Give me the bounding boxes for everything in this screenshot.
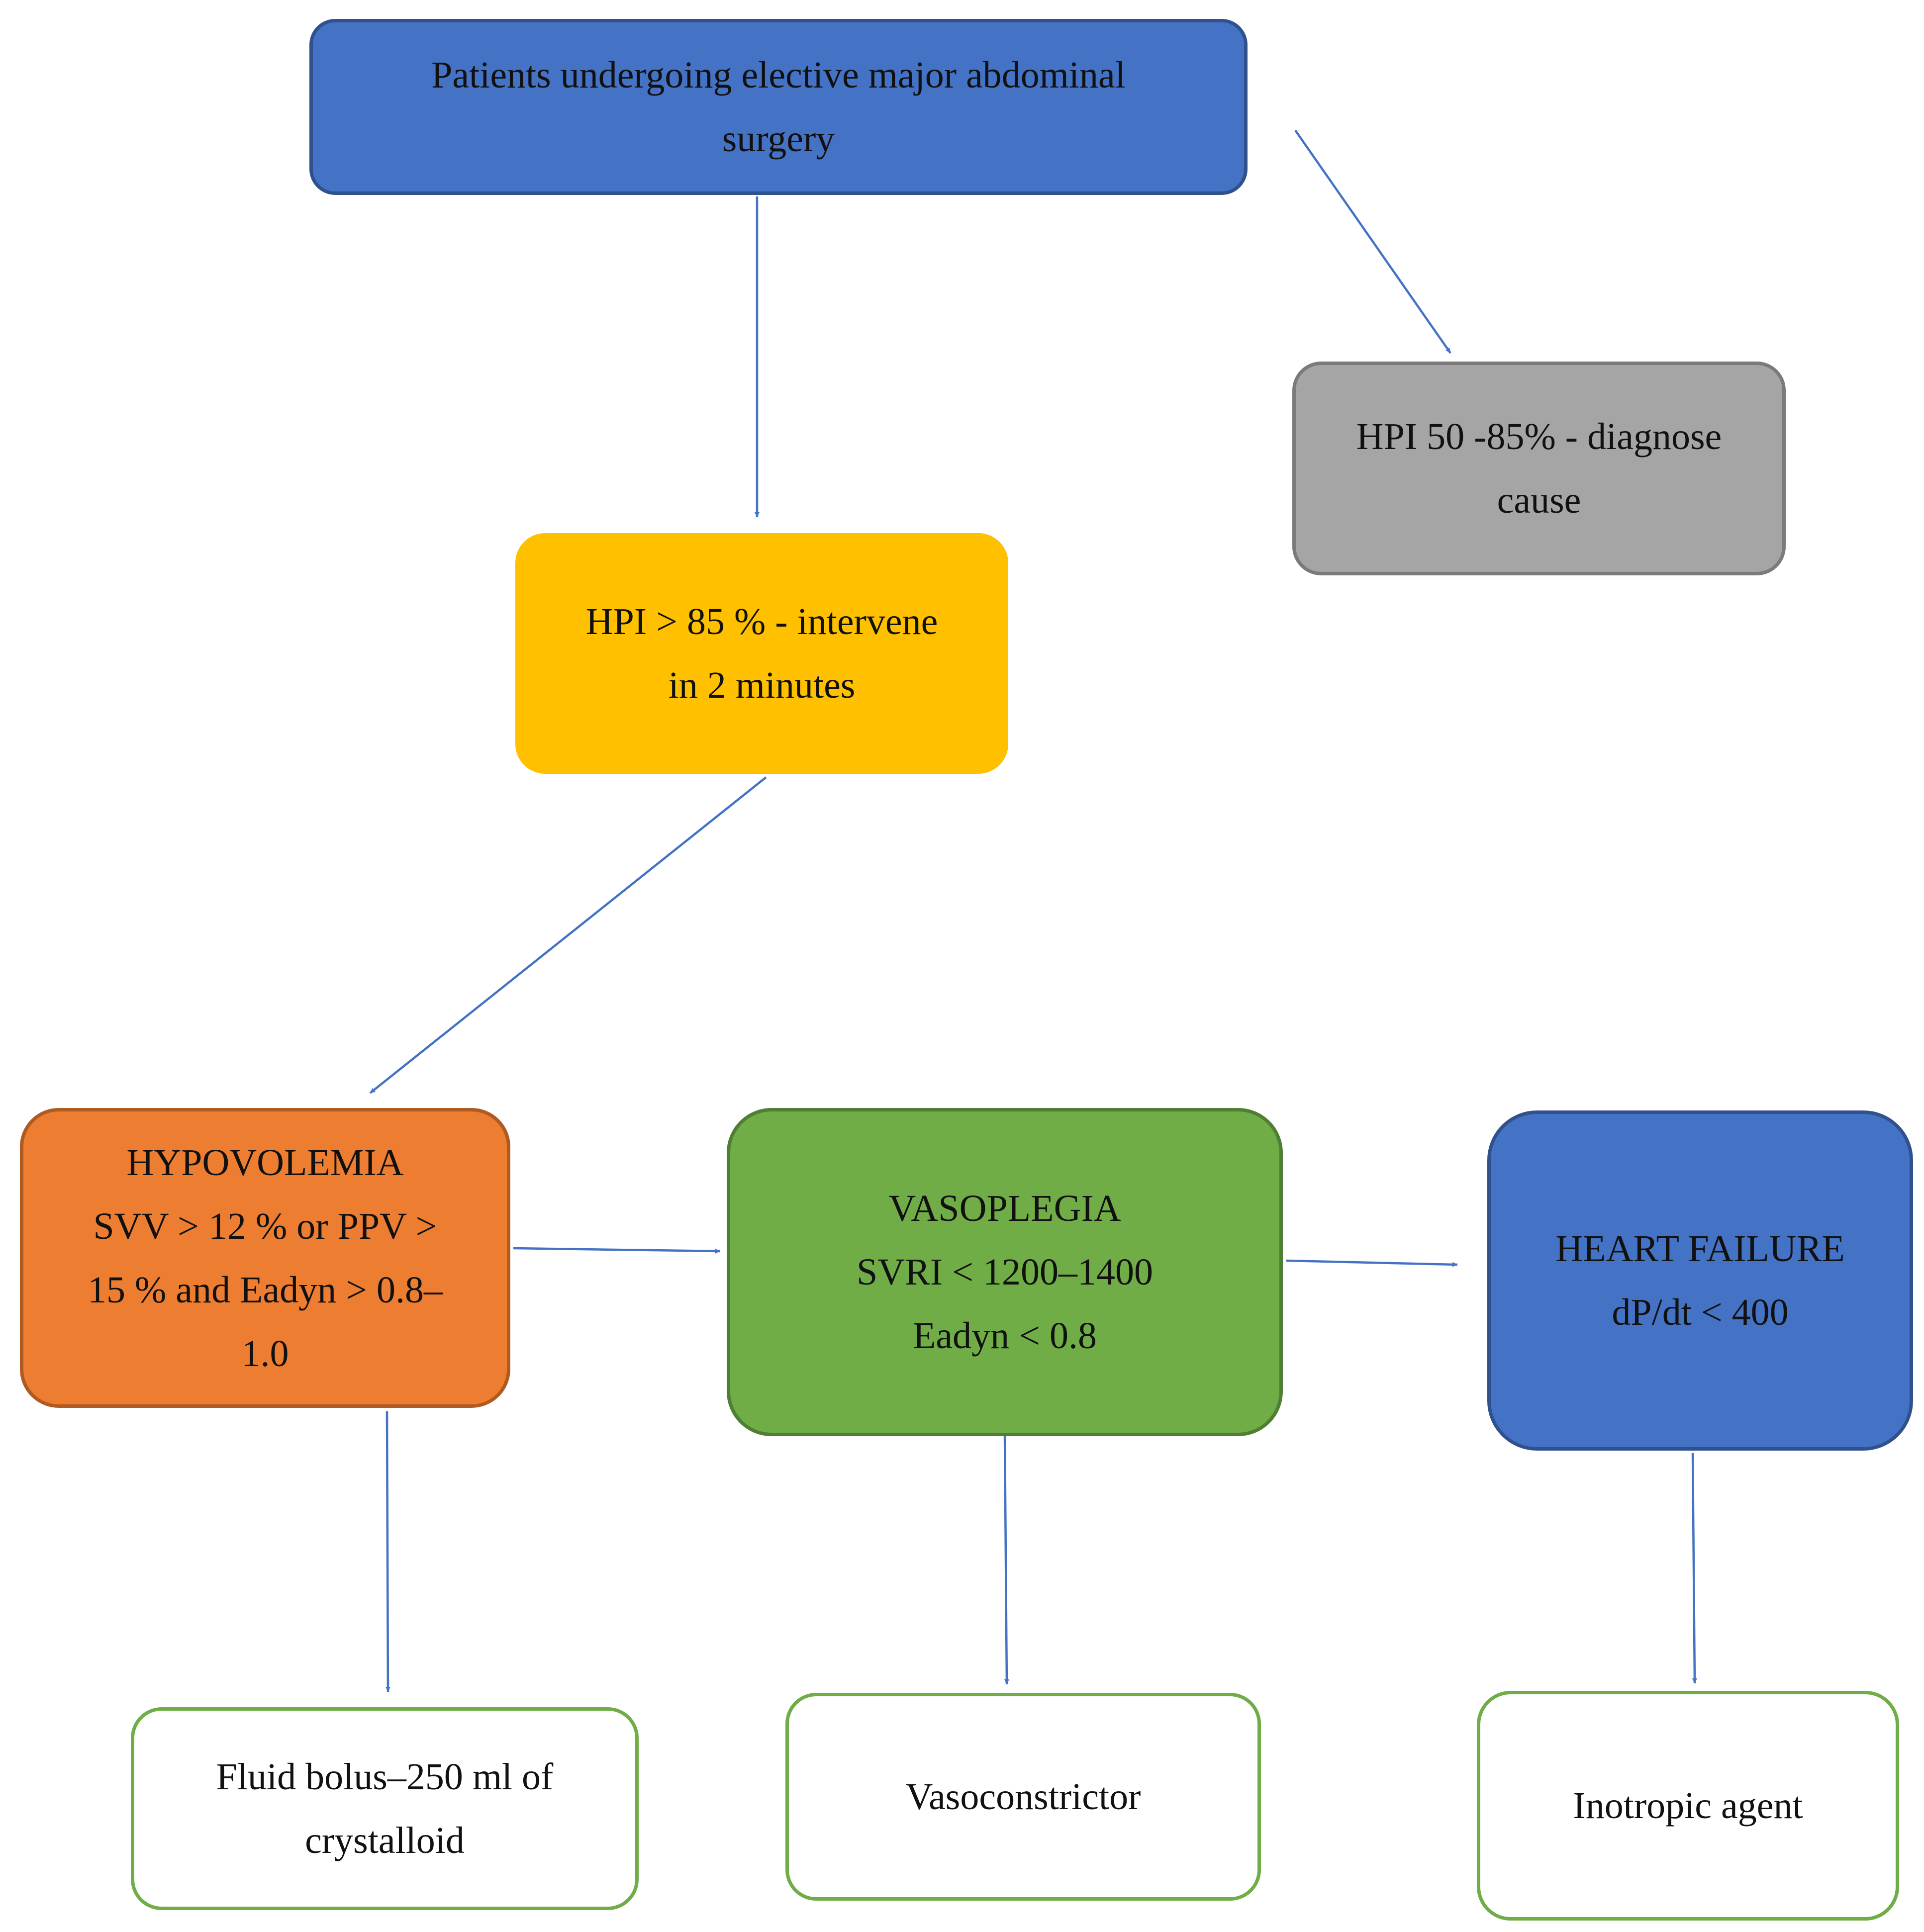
fluid-line-1: Fluid bolus–250 ml of bbox=[216, 1756, 554, 1798]
vasoplegia-node: VASOPLEGIA SVRI < 1200–1400 Eadyn < 0.8 bbox=[727, 1108, 1283, 1436]
start-node-text: Patients undergoing elective major abdom… bbox=[431, 54, 1126, 160]
inotropic-text: Inotropic agent bbox=[1573, 1785, 1803, 1827]
arrow-vasoplegia-to-vasoconstrictor bbox=[1003, 1433, 1009, 1685]
arrow-vasoplegia-to-heart-failure bbox=[1286, 1259, 1458, 1267]
intervene-line-1: HPI > 85 % - intervene bbox=[585, 601, 938, 643]
heart-failure-node: HEART FAILURE dP/dt < 400 bbox=[1487, 1110, 1913, 1451]
hypovolemia-line-4: 1.0 bbox=[241, 1332, 289, 1375]
vasoplegia-line-2: SVRI < 1200–1400 bbox=[856, 1251, 1153, 1293]
arrow-intervene-to-hypovolemia bbox=[369, 776, 767, 1094]
intervene-line-2: in 2 minutes bbox=[668, 664, 856, 706]
vasoconstrictor-node: Vasoconstrictor bbox=[785, 1693, 1261, 1901]
start-node: Patients undergoing elective major abdom… bbox=[309, 19, 1248, 195]
arrow-hypovolemia-to-vasoplegia bbox=[513, 1247, 721, 1254]
inotropic-agent-node: Inotropic agent bbox=[1477, 1691, 1899, 1921]
intervene-node: HPI > 85 % - intervene in 2 minutes bbox=[515, 533, 1008, 774]
hypovolemia-node: HYPOVOLEMIA SVV > 12 % or PPV > 15 % and… bbox=[20, 1108, 510, 1408]
fluid-bolus-node: Fluid bolus–250 ml of crystalloid bbox=[131, 1707, 639, 1910]
hypovolemia-line-3: 15 % and Eadyn > 0.8– bbox=[87, 1269, 443, 1311]
hypovolemia-line-2: SVV > 12 % or PPV > bbox=[93, 1205, 437, 1247]
diagnose-cause-node: HPI 50 -85% - diagnose cause bbox=[1292, 362, 1786, 575]
arrow-hypovolemia-to-fluid bbox=[385, 1411, 390, 1692]
arrow-start-to-diagnose bbox=[1294, 129, 1451, 354]
vasoplegia-title: VASOPLEGIA bbox=[888, 1188, 1121, 1229]
diagnose-line-1: HPI 50 -85% - diagnose bbox=[1356, 416, 1722, 458]
vasoplegia-line-3: Eadyn < 0.8 bbox=[912, 1315, 1097, 1357]
vasoconstrictor-text: Vasoconstrictor bbox=[905, 1776, 1141, 1818]
hypovolemia-title: HYPOVOLEMIA bbox=[126, 1141, 404, 1184]
fluid-line-2: crystalloid bbox=[305, 1820, 465, 1861]
diagnose-line-2: cause bbox=[1497, 479, 1581, 521]
heart-failure-title: HEART FAILURE bbox=[1555, 1228, 1845, 1270]
arrow-heart-failure-to-inotropic bbox=[1691, 1453, 1697, 1684]
heart-failure-line-2: dP/dt < 400 bbox=[1612, 1291, 1789, 1333]
